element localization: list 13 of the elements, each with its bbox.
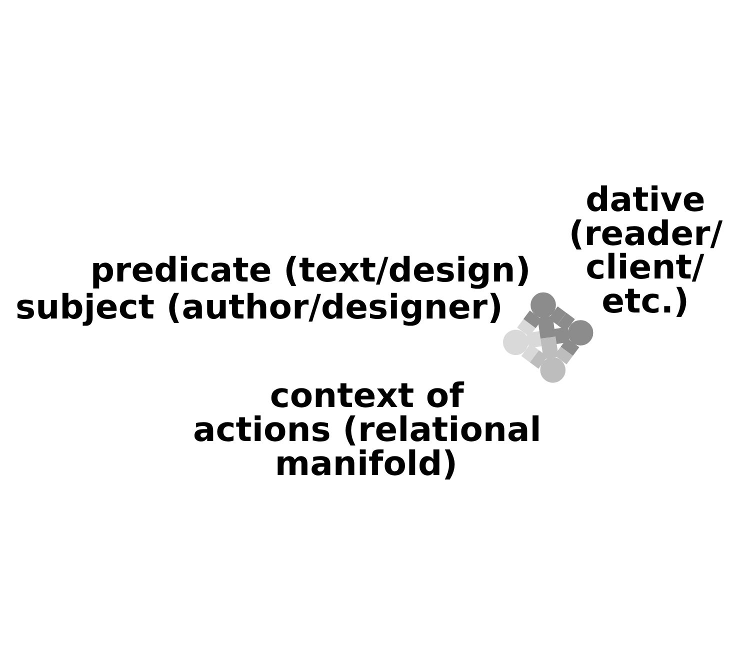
node-circle [503, 330, 528, 356]
node-label: dative (reader/ client/ etc.) [568, 180, 723, 320]
connector [526, 327, 570, 348]
node-label: subject (author/designer) [16, 288, 504, 327]
connector [537, 316, 559, 360]
node-circle [540, 357, 566, 383]
node-circle [568, 320, 594, 346]
node-label: predicate (text/design) [90, 250, 531, 290]
connector [554, 338, 580, 364]
connector [548, 306, 575, 332]
node-circle [530, 292, 556, 318]
connector [521, 344, 548, 369]
node-label: context of actions (relational manifold) [192, 376, 542, 483]
